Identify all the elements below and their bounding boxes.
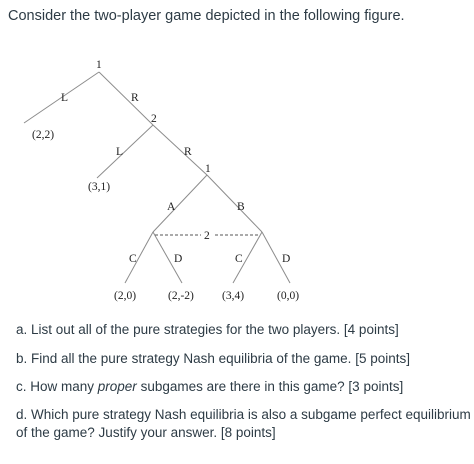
move-D-left-label: D	[174, 253, 182, 265]
info-set-player-label: 2	[204, 230, 210, 242]
edge-n3-B	[206, 174, 263, 233]
edge-n2-R	[152, 124, 208, 176]
intro-text: Consider the two-player game depicted in…	[8, 8, 405, 24]
payoff-A-C: (2,0)	[114, 290, 136, 302]
payoff-B-D: (0,0)	[277, 290, 299, 302]
edge-left-D	[152, 231, 183, 284]
edge-right-C	[232, 231, 263, 284]
payoff-A-D: (2,-2)	[168, 290, 194, 302]
move-R-root-label: R	[131, 92, 139, 104]
move-D-right-label: D	[282, 253, 290, 265]
player-1-root-label: 1	[96, 59, 102, 71]
question-d: d. Which pure strategy Nash equilibria i…	[16, 407, 471, 440]
move-A-label: A	[167, 201, 176, 213]
question-b: b. Find all the pure strategy Nash equil…	[16, 351, 410, 366]
info-set-label-bg	[201, 228, 213, 242]
move-C-right-label: C	[235, 253, 243, 265]
question-c-end: subgames are there in this game? [3 poin…	[136, 379, 404, 394]
player-2-node-label: 2	[151, 113, 157, 125]
question-a: a. List out all of the pure strategies f…	[16, 322, 399, 337]
payoff-L-root: (2,2)	[32, 129, 54, 141]
move-C-left-label: C	[129, 253, 137, 265]
question-c-emphasis: proper	[97, 379, 137, 394]
move-R-second-label: R	[184, 146, 192, 158]
move-L-second-label: L	[116, 146, 123, 158]
game-tree-diagram: 1 L R (2,2) 2 L R (3,1) 1 A B 2 C D C D …	[23, 59, 299, 302]
edge-left-C	[124, 231, 154, 284]
edge-right-D	[261, 231, 291, 284]
edge-n2-L	[96, 124, 154, 179]
payoff-B-C: (3,4)	[222, 290, 244, 302]
payoff-L-second: (3,1)	[88, 181, 110, 193]
move-L-root-label: L	[61, 92, 68, 104]
question-c-start: c. How many	[16, 379, 98, 394]
move-B-label: B	[237, 201, 245, 213]
edge-root-L	[23, 71, 100, 124]
edge-n3-A	[152, 174, 208, 233]
edge-root-R	[98, 71, 154, 126]
player-1-node-label: 1	[205, 163, 211, 175]
question-c: c. How many proper subgames are there in…	[16, 378, 403, 396]
